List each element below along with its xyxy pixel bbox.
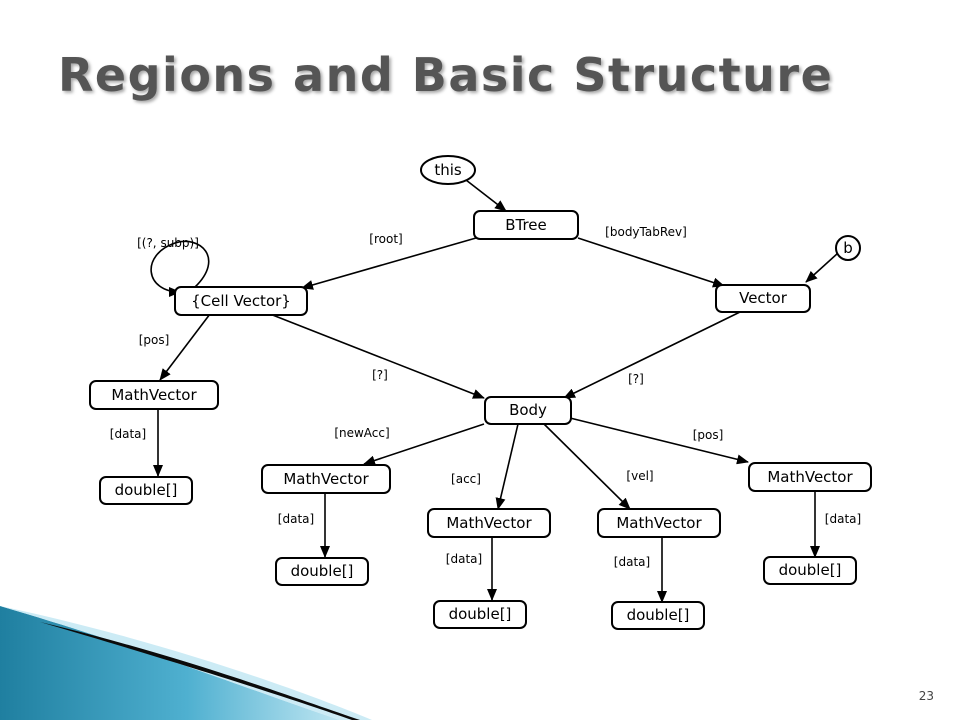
node-mathvector-acc: MathVector	[427, 508, 551, 538]
node-double-newacc-label: double[]	[291, 562, 354, 580]
node-double-acc: double[]	[433, 600, 527, 629]
edge-label-data-left: [data]	[110, 427, 146, 441]
node-double-left-label: double[]	[115, 481, 178, 499]
edge-body-tab-rev	[577, 237, 725, 288]
edge-label-vector-to-body: [?]	[628, 372, 644, 386]
node-double-acc-label: double[]	[449, 605, 512, 623]
node-this-label: this	[434, 161, 462, 179]
edge-this-btree	[465, 179, 507, 212]
corner-swoosh-decoration	[0, 606, 372, 720]
edge-vector-to-body	[563, 311, 741, 399]
node-btree: BTree	[473, 210, 579, 240]
node-cell-vector: {Cell Vector}	[174, 286, 308, 316]
edge-cell-to-body	[269, 313, 485, 399]
edge-cell-to-mathvector	[159, 313, 211, 381]
node-vector-label: Vector	[739, 289, 788, 307]
edge-root	[301, 237, 477, 290]
node-double-pos-label: double[]	[779, 561, 842, 579]
node-mathvector-left: MathVector	[89, 380, 219, 410]
node-b: b	[835, 235, 861, 261]
node-double-pos: double[]	[763, 556, 857, 585]
node-mathvector-pos-label: MathVector	[767, 468, 853, 486]
edge-label-body-tab-rev: [bodyTabRev]	[605, 225, 687, 239]
node-body: Body	[484, 396, 572, 425]
edge-label-data-pos: [data]	[825, 512, 861, 526]
edge-body-pos	[569, 417, 749, 465]
edge-label-data-acc: [data]	[446, 552, 482, 566]
node-b-label: b	[843, 239, 853, 257]
edge-label-root: [root]	[369, 232, 402, 246]
node-mathvector-vel: MathVector	[597, 508, 721, 538]
edge-label-pos-left: [pos]	[139, 333, 170, 347]
node-this: this	[420, 155, 476, 185]
edge-body-acc	[495, 423, 519, 510]
node-double-left: double[]	[99, 476, 193, 505]
edge-label-cell-to-body: [?]	[372, 368, 388, 382]
node-mathvector-left-label: MathVector	[111, 386, 197, 404]
edge-label-data-newacc: [data]	[278, 512, 314, 526]
node-mathvector-pos: MathVector	[748, 462, 872, 492]
node-mathvector-newacc-label: MathVector	[283, 470, 369, 488]
node-cell-vector-label: {Cell Vector}	[191, 292, 291, 310]
edge-label-new-acc: [newAcc]	[334, 426, 389, 440]
node-double-vel: double[]	[611, 601, 705, 630]
node-mathvector-acc-label: MathVector	[446, 514, 532, 532]
edge-label-pos-right: [pos]	[693, 428, 724, 442]
node-btree-label: BTree	[505, 216, 547, 234]
node-mathvector-vel-label: MathVector	[616, 514, 702, 532]
edge-label-self-loop: [(?, subp)]	[137, 236, 199, 250]
edge-label-data-vel: [data]	[614, 555, 650, 569]
page-number: 23	[918, 689, 934, 703]
node-vector: Vector	[715, 284, 811, 313]
node-body-label: Body	[509, 401, 547, 419]
node-mathvector-newacc: MathVector	[261, 464, 391, 494]
edges	[150, 179, 839, 603]
edge-labels: [(?, subp)] [root] [bodyTabRev] [pos] [?…	[110, 225, 861, 569]
node-double-newacc: double[]	[275, 557, 369, 586]
edge-b-vector	[805, 252, 839, 283]
edge-body-vel	[543, 423, 631, 510]
edge-label-vel: [vel]	[626, 469, 653, 483]
node-double-vel-label: double[]	[627, 606, 690, 624]
edge-label-acc: [acc]	[451, 472, 481, 486]
slide-title: Regions and Basic Structure	[58, 48, 834, 102]
edge-body-newacc	[363, 423, 485, 466]
edge-self-loop	[150, 240, 210, 297]
